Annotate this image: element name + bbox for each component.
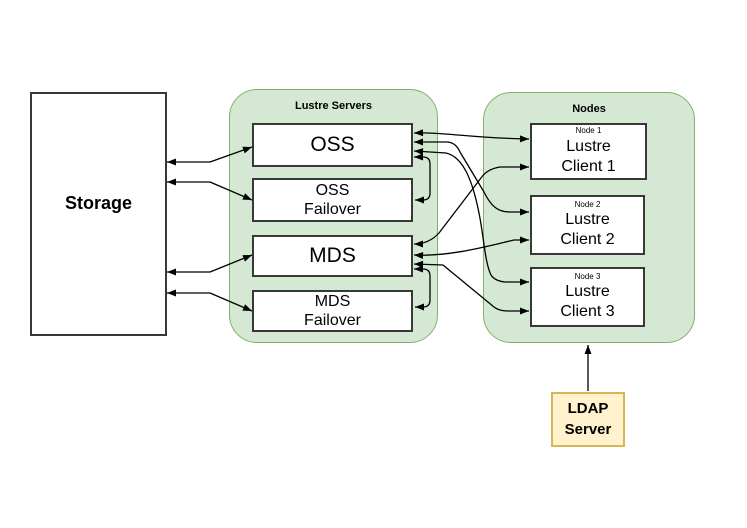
storage-box: Storage	[30, 92, 167, 336]
arrow-mds-failover-link	[414, 265, 431, 311]
mds-failover-sublabel: Failover	[304, 312, 361, 329]
oss-failover-label: OSS	[315, 181, 350, 199]
client3-node-tag: Node 3	[574, 271, 601, 281]
arrow-mds-client3	[413, 260, 529, 315]
client2-node-tag: Node 2	[574, 199, 601, 209]
arrow-storage-mds	[167, 254, 253, 276]
lustre-servers-title: Lustre Servers	[294, 100, 373, 112]
mds-failover-box: MDS Failover	[252, 290, 413, 332]
client3-label-line1: Lustre	[565, 283, 610, 301]
client2-label-line1: Lustre	[565, 211, 610, 229]
oss-failover-sublabel: Failover	[304, 201, 361, 218]
oss-box: OSS	[252, 123, 413, 167]
client1-node-tag: Node 1	[575, 126, 602, 136]
oss-label: OSS	[310, 133, 355, 157]
client2-label-line2: Client 2	[560, 231, 615, 249]
client-box-2: Node 2 Lustre Client 2	[530, 195, 645, 255]
mds-label: MDS	[309, 244, 356, 268]
client3-label-line2: Client 3	[560, 303, 615, 321]
arrow-storage-oss-failover	[167, 178, 253, 201]
client-box-1: Node 1 Lustre Client 1	[530, 123, 647, 180]
mds-box: MDS	[252, 235, 413, 277]
client1-label-line2: Client 1	[561, 157, 616, 175]
arrow-storage-oss	[167, 146, 253, 166]
arrow-mds-client1	[413, 163, 529, 248]
nodes-title: Nodes	[572, 103, 606, 115]
mds-failover-label: MDS	[314, 292, 351, 310]
oss-failover-box: OSS Failover	[252, 178, 413, 222]
client1-label-line1: Lustre	[566, 137, 611, 155]
client-box-3: Node 3 Lustre Client 3	[530, 267, 645, 327]
storage-label: Storage	[64, 192, 133, 213]
arrow-mds-client2	[413, 236, 529, 259]
ldap-server-box: LDAP Server	[551, 392, 625, 447]
arrow-oss-failover-link	[414, 153, 431, 204]
ldap-label-line2: Server	[564, 420, 612, 438]
ldap-label-line1: LDAP	[567, 400, 609, 418]
arrow-oss-client1	[413, 129, 530, 143]
arrow-storage-mds-failover	[167, 289, 253, 312]
